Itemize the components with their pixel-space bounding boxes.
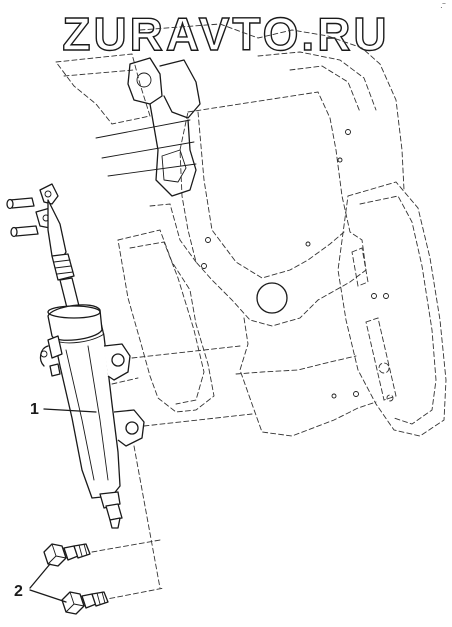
corner-mark: ·‾ [440, 3, 446, 12]
assembly-guide-lines [91, 345, 253, 601]
mounting-bolt-upper [43, 543, 91, 567]
mounting-bolt-lower [61, 591, 109, 615]
watermark-text: ZURAVTO.RU [62, 8, 389, 60]
clutch-master-cylinder [6, 183, 145, 529]
callout-label-1: 1 [30, 401, 39, 418]
callout-2: 2 [14, 563, 67, 603]
callout-label-2: 2 [14, 583, 23, 600]
pedal-bracket-assembly [55, 23, 447, 437]
callout-1: 1 [30, 401, 97, 418]
